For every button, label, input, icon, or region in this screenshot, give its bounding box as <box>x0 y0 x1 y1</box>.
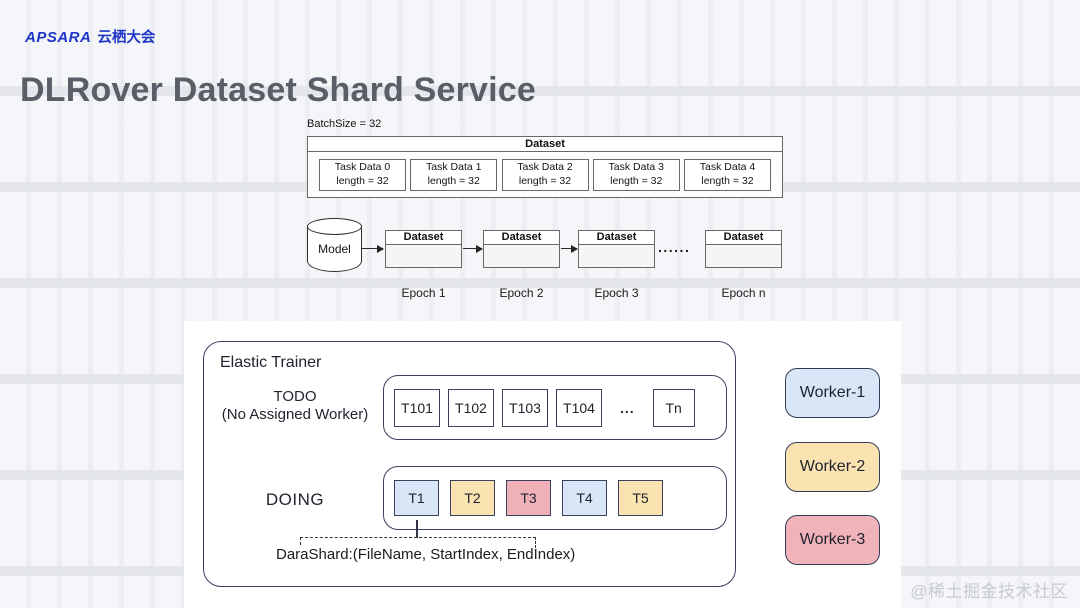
epoch-dataset-box: Dataset <box>578 230 655 268</box>
worker-box: Worker-2 <box>785 442 880 492</box>
task-data-box: Task Data 0 length = 32 <box>319 159 406 191</box>
worker-box: Worker-1 <box>785 368 880 418</box>
ellipsis-dots: ... <box>620 399 635 416</box>
dataset-container-box: Dataset Task Data 0 length = 32 Task Dat… <box>307 136 783 198</box>
epoch-label: Epoch 3 <box>594 286 639 300</box>
task-data-box: Task Data 3 length = 32 <box>592 159 680 191</box>
doing-queue: T1 T2 T3 T4 T5 <box>383 466 727 530</box>
todo-queue: T101 T102 T103 T104 ... Tn <box>383 375 727 440</box>
conference-name: 云栖大会 <box>97 30 156 46</box>
epoch-dataset-title: Dataset <box>706 231 781 245</box>
epoch-dataset-title: Dataset <box>386 231 461 245</box>
todo-task-box: T103 <box>502 388 548 427</box>
todo-label-line2: (No Assigned Worker) <box>221 406 369 424</box>
doing-task-box: T3 <box>506 480 551 516</box>
todo-task-box: Tn <box>652 388 695 427</box>
todo-label-line1: TODO <box>273 388 317 405</box>
shard-connector-line <box>416 520 418 538</box>
task-data-name: Task Data 3 <box>608 161 664 174</box>
model-label: Model <box>318 242 351 256</box>
doing-task-box: T1 <box>394 480 439 516</box>
task-data-length: length = 32 <box>610 175 663 187</box>
epoch-label: Epoch n <box>721 286 766 300</box>
task-data-name: Task Data 4 <box>699 161 756 174</box>
arrow-right-icon <box>362 243 384 255</box>
doing-label: DOING <box>265 490 325 509</box>
task-data-box: Task Data 1 length = 32 <box>410 159 498 191</box>
dataset-container-title: Dataset <box>308 137 782 152</box>
cylinder-top-ellipse <box>306 218 362 235</box>
task-data-name: Task Data 2 <box>517 161 573 174</box>
epoch-label: Epoch 1 <box>401 286 446 300</box>
arrow-right-icon <box>463 243 483 255</box>
worker-box: Worker-3 <box>785 515 880 565</box>
shard-bracket-tick <box>535 537 536 548</box>
todo-task-box: T102 <box>448 388 494 427</box>
todo-label: TODO (No Assigned Worker) <box>206 388 384 425</box>
apsara-logo-text: APSARA <box>25 29 92 46</box>
batch-size-label: BatchSize = 32 <box>307 118 382 130</box>
elastic-trainer-title: Elastic Trainer <box>220 354 322 371</box>
epoch-label: Epoch 2 <box>499 286 544 300</box>
epoch-dataset-box: Dataset <box>385 230 462 268</box>
watermark: @稀土掘金技术社区 <box>910 582 1068 601</box>
shard-bracket-tick <box>300 537 301 545</box>
todo-task-box: T101 <box>394 388 440 427</box>
epoch-dataset-box: Dataset <box>705 230 782 268</box>
task-data-length: length = 32 <box>336 175 389 187</box>
epoch-dataset-title: Dataset <box>484 231 559 245</box>
page-title: DLRover Dataset Shard Service <box>20 71 537 109</box>
model-database-icon: Model <box>306 218 362 272</box>
doing-task-box: T2 <box>450 480 495 516</box>
ellipsis-dots: ...... <box>658 239 691 255</box>
task-data-length: length = 32 <box>701 175 754 187</box>
task-data-length: length = 32 <box>518 175 572 187</box>
apsara-logo: APSARA 云栖大会 <box>25 26 155 47</box>
doing-task-box: T4 <box>562 480 607 516</box>
epoch-dataset-box: Dataset <box>483 230 560 268</box>
shard-bracket-line <box>300 537 536 538</box>
epoch-dataset-title: Dataset <box>579 231 654 245</box>
task-data-name: Task Data 0 <box>334 161 391 174</box>
shard-annotation: DaraShard:(FileName, StartIndex, EndInde… <box>276 546 576 563</box>
doing-task-box: T5 <box>618 480 663 516</box>
task-data-name: Task Data 1 <box>426 161 482 174</box>
task-data-box: Task Data 2 length = 32 <box>501 159 589 191</box>
todo-task-box: T104 <box>556 388 602 427</box>
task-data-length: length = 32 <box>427 175 480 187</box>
task-data-row: Task Data 0 length = 32 Task Data 1 leng… <box>308 152 782 198</box>
arrow-right-icon <box>561 243 578 255</box>
task-data-box: Task Data 4 length = 32 <box>684 159 771 191</box>
